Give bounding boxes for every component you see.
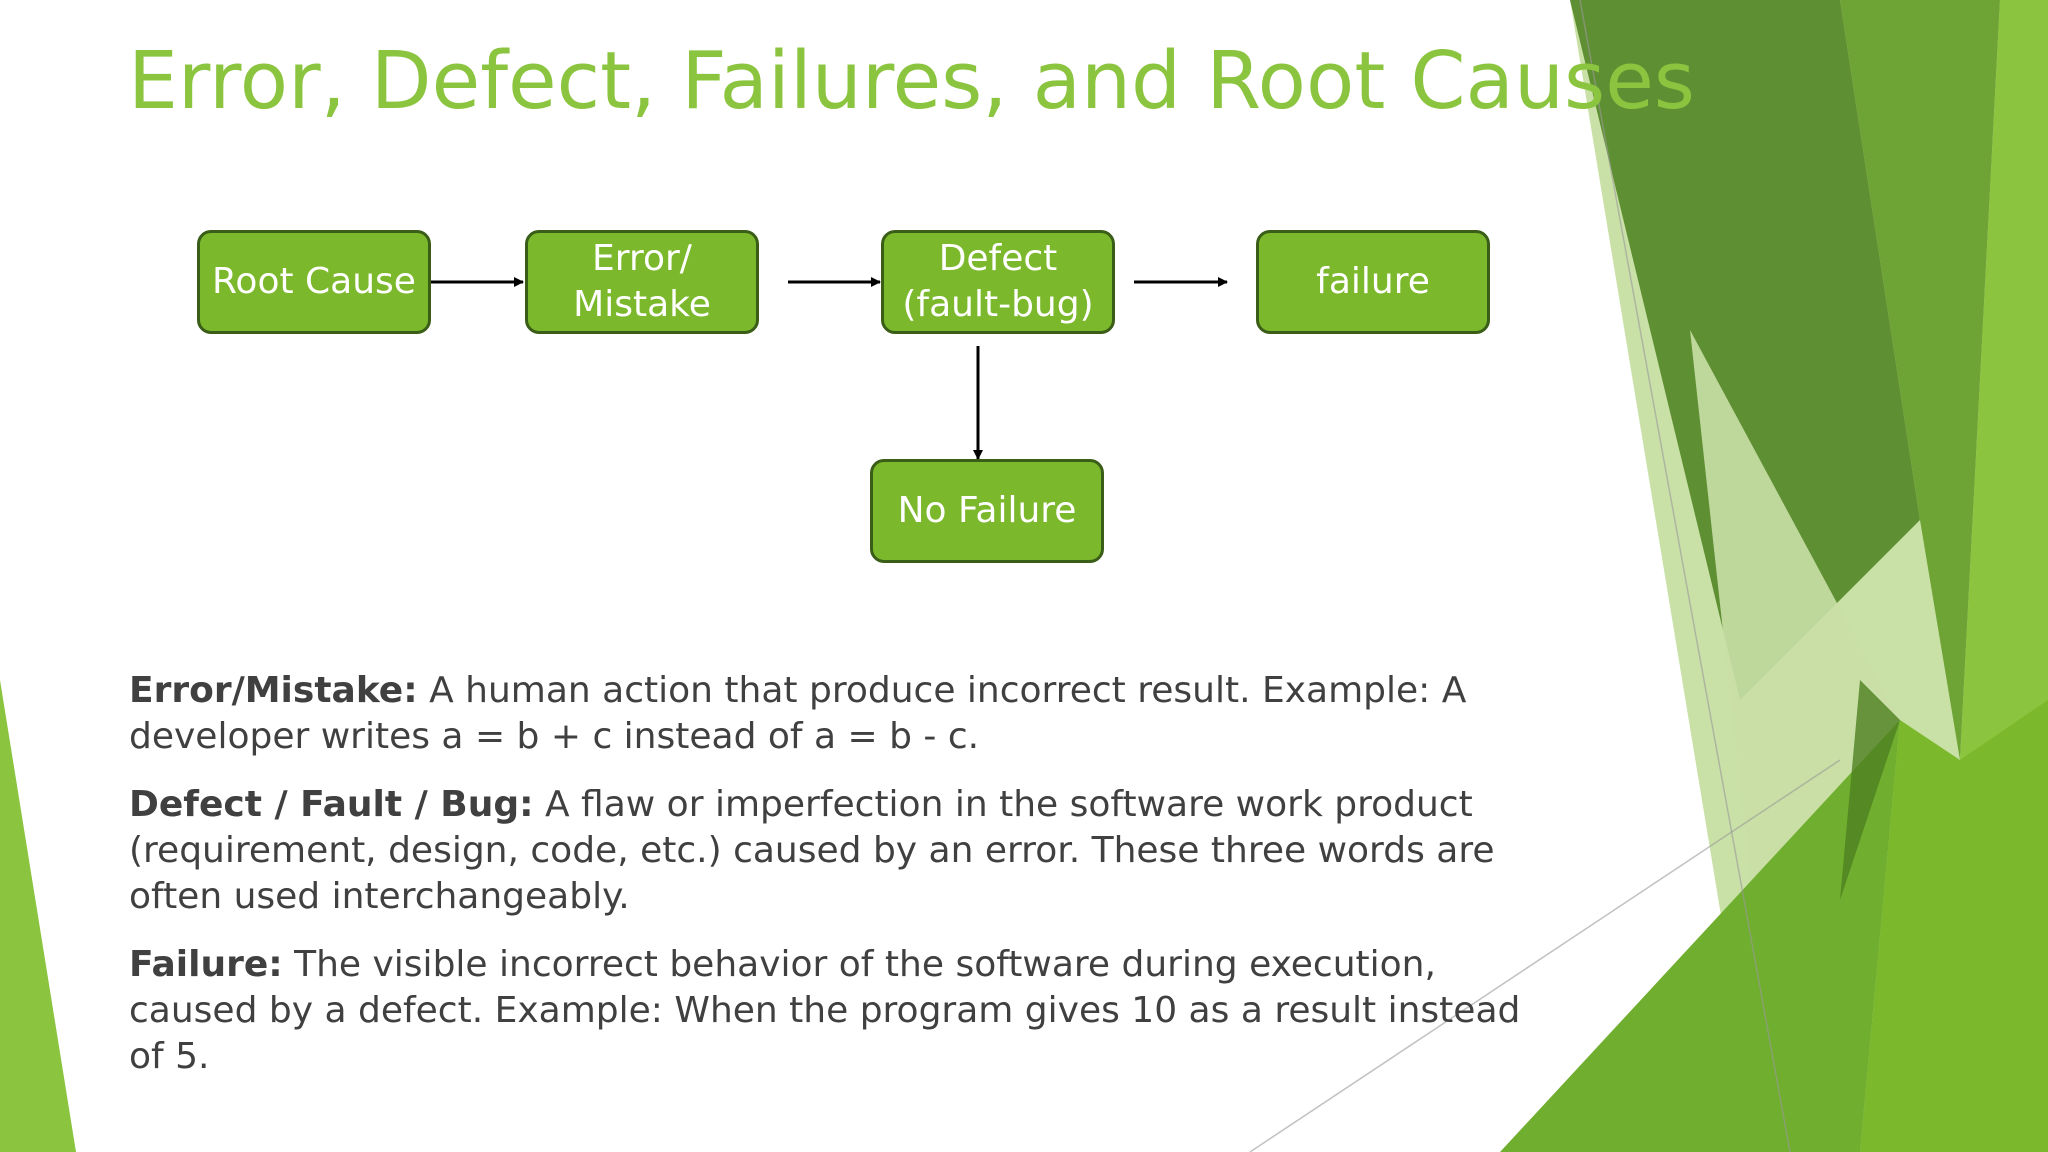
definition-text: A human action that produce incorrect re… (129, 670, 1467, 757)
decor-line-1 (1579, 0, 1791, 1152)
decor-facet-right-6 (1860, 700, 2048, 1152)
slide-title: Error, Defect, Failures, and Root Causes (128, 35, 1695, 127)
definitions: Error/Mistake: A human action that produ… (129, 668, 1529, 1102)
decor-facet-right-8 (1840, 680, 1900, 900)
decor-line-2 (1249, 759, 1841, 1152)
definition-text: The visible incorrect behavior of the so… (129, 944, 1521, 1077)
node-root-cause: Root Cause (197, 230, 431, 334)
decor-facet-right-3 (1840, 0, 2000, 760)
node-failure: failure (1256, 230, 1490, 334)
node-error-mistake: Error/ Mistake (525, 230, 759, 334)
definition-failure: Failure: The visible incorrect behavior … (129, 942, 1529, 1080)
decor-facet-left (0, 680, 76, 1152)
definition-term: Failure: (129, 944, 283, 985)
definition-defect: Defect / Fault / Bug: A flaw or imperfec… (129, 782, 1529, 920)
node-defect: Defect (fault-bug) (881, 230, 1115, 334)
definition-term: Error/Mistake: (129, 670, 418, 711)
decor-facet-right-7 (1500, 720, 1900, 1152)
definition-text: A flaw or imperfection in the software w… (129, 784, 1495, 917)
decor-facet-right-2 (1570, 0, 1920, 700)
node-no-failure: No Failure (870, 459, 1104, 563)
definition-term: Defect / Fault / Bug: (129, 784, 534, 825)
definition-error: Error/Mistake: A human action that produ… (129, 668, 1529, 760)
